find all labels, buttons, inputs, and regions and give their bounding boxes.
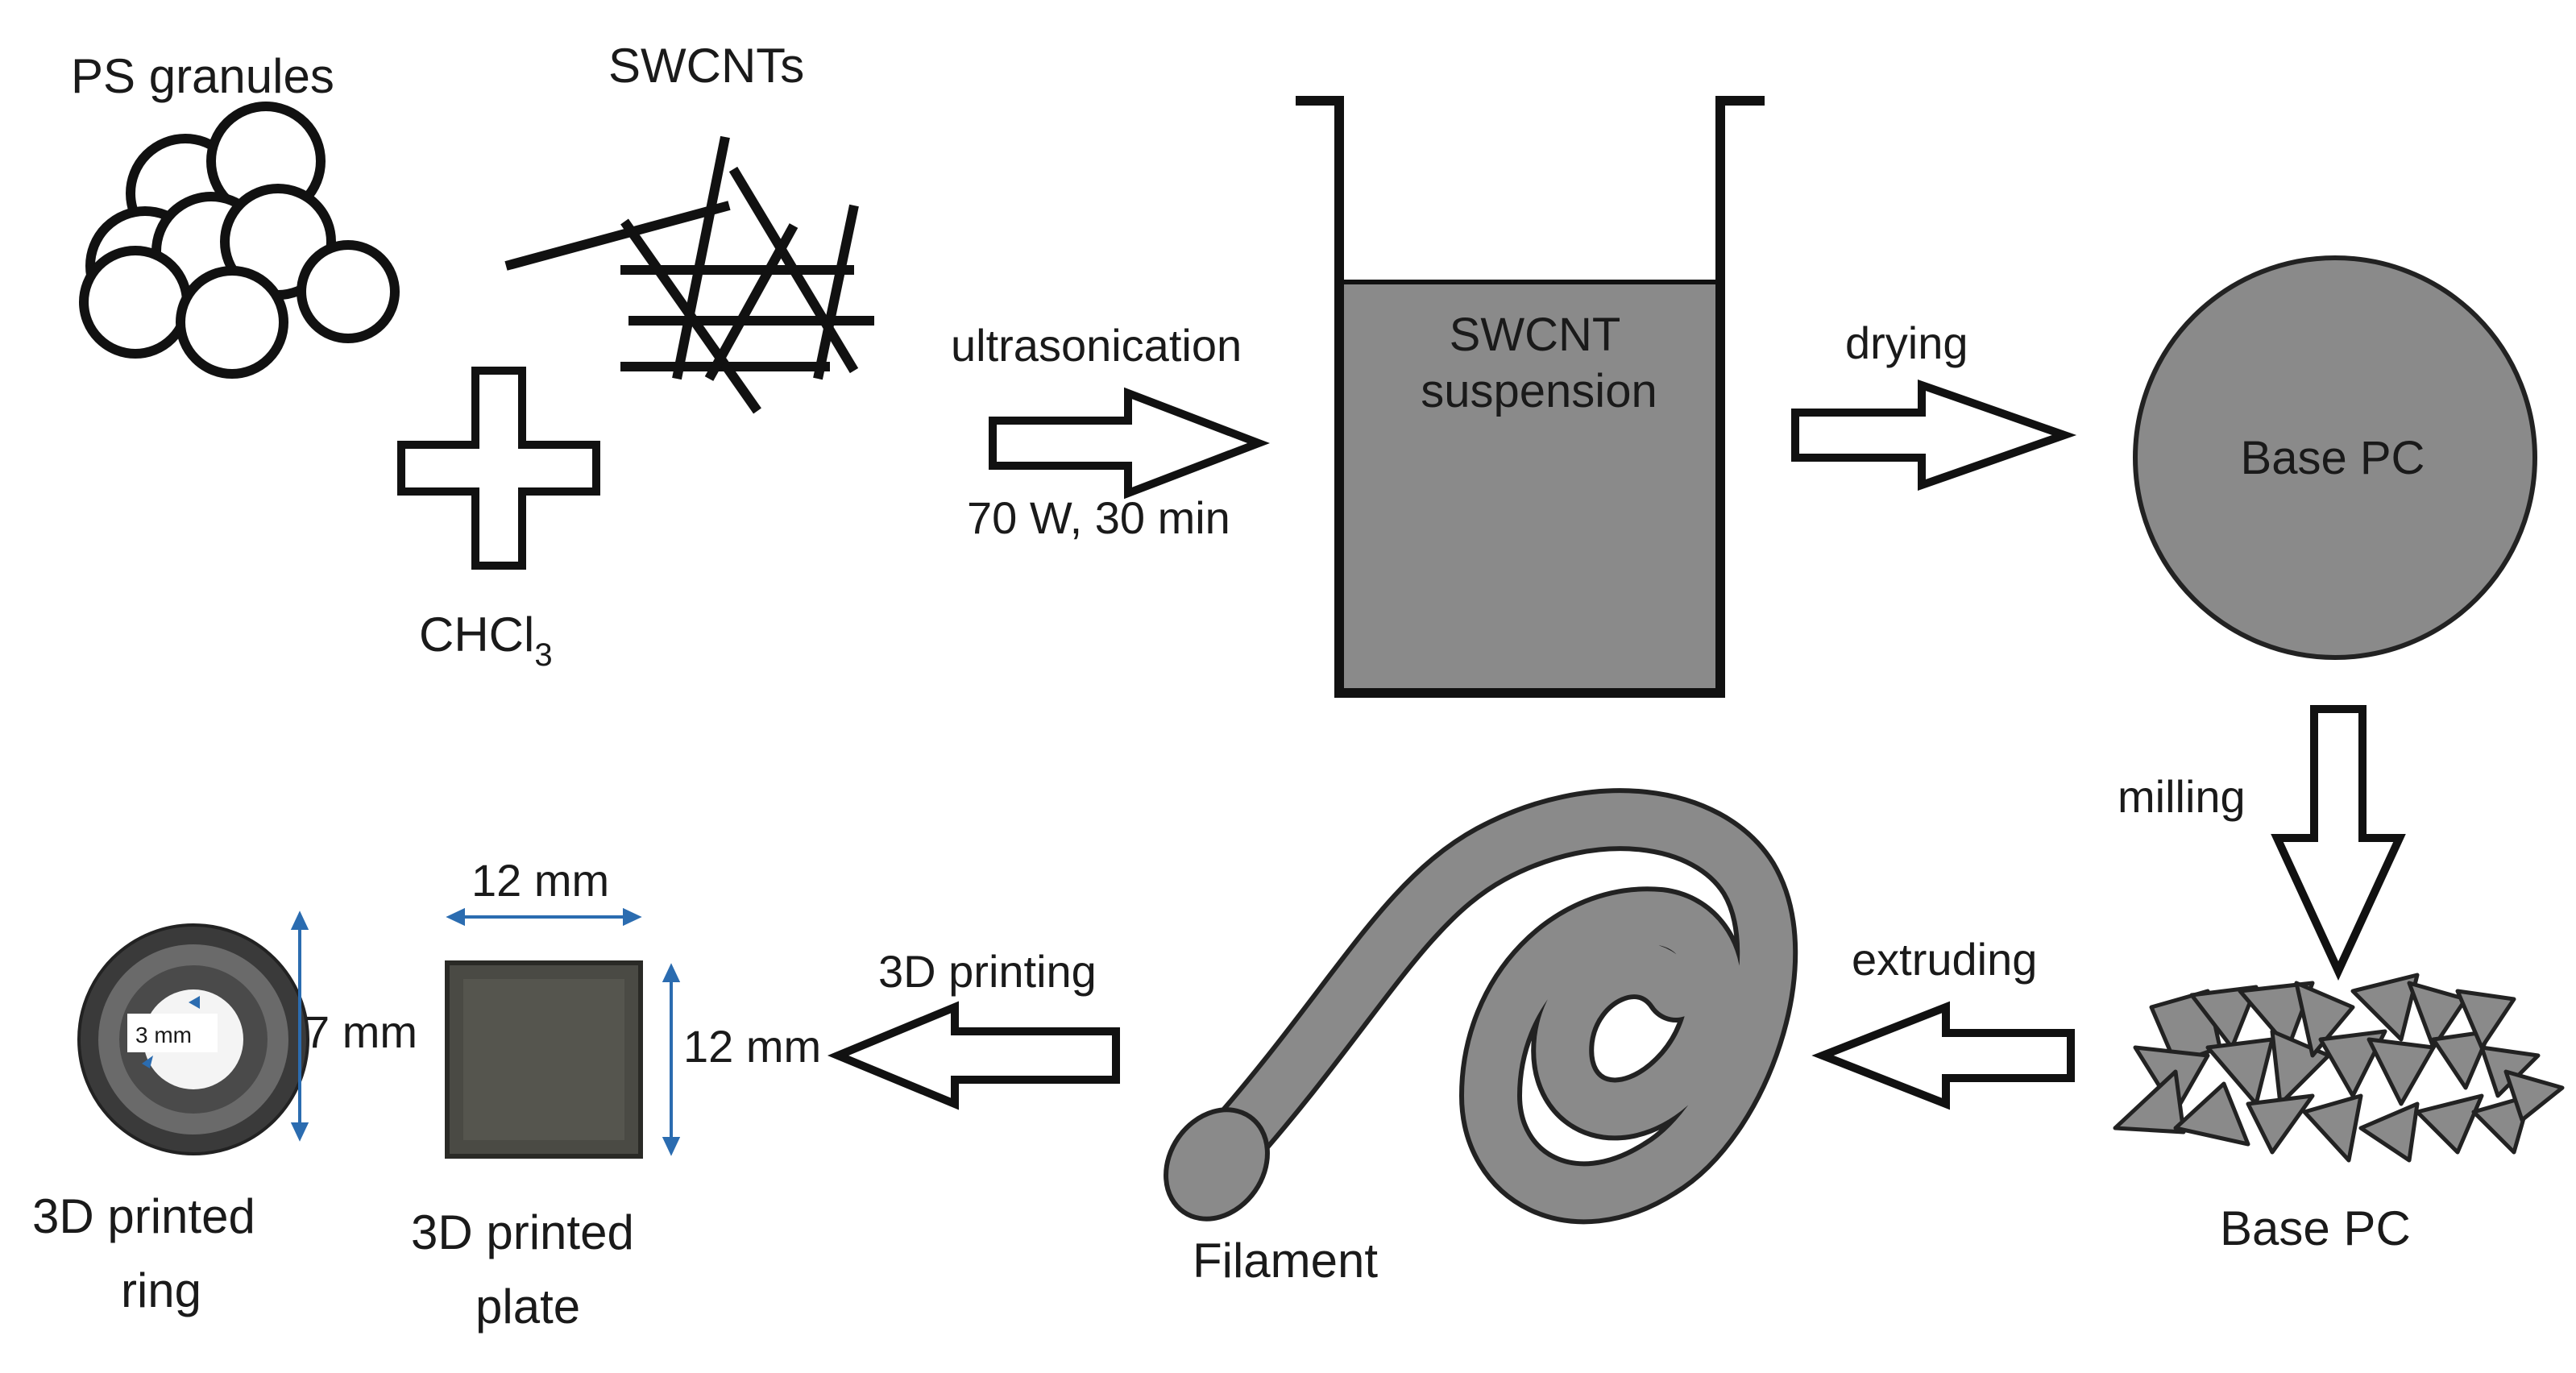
milling-label: milling (2118, 771, 2246, 822)
milled-pieces-icon (2113, 973, 2565, 1163)
plus-icon (397, 367, 600, 570)
drying-label: drying (1845, 317, 1968, 368)
swcnts-label: SWCNTs (608, 39, 804, 93)
ultrasonication-label: ultrasonication (951, 320, 1242, 371)
ps-granules-label: PS granules (71, 49, 334, 103)
ring-inner-dimension (142, 996, 200, 1068)
ring-label-line2: ring (121, 1263, 201, 1317)
printed-ring-image (77, 923, 309, 1155)
plate-width-label: 12 mm (471, 855, 609, 906)
extruding-arrow-icon (1811, 1001, 2075, 1110)
swcnts-icon (504, 135, 874, 414)
beaker-icon (1296, 96, 1765, 698)
ring-inner-label: 3 mm (135, 1022, 192, 1047)
printing-label: 3D printing (878, 946, 1097, 997)
printing-arrow-icon (827, 1001, 1120, 1110)
drying-arrow-icon (1791, 379, 2077, 492)
chcl3-label: CHCl3 (419, 608, 553, 673)
ring-label-line1: 3D printed (32, 1189, 255, 1243)
ps-granules-icon (79, 102, 400, 379)
milling-arrow-icon (2271, 705, 2406, 981)
base-pc-disk-icon (2133, 255, 2537, 660)
base-pc-disk-label: Base PC (2241, 432, 2425, 484)
suspension-label-line2: suspension (1421, 365, 1657, 417)
filament-label: Filament (1193, 1234, 1378, 1288)
filament-coil-icon (1164, 788, 1798, 1225)
suspension-label-line1: SWCNT (1450, 309, 1621, 361)
plate-height-dimension (662, 963, 681, 1156)
ring-outer-dimension (290, 910, 309, 1142)
plate-height-label: 12 mm (683, 1021, 821, 1072)
plate-label-line2: plate (475, 1280, 580, 1334)
ring-outer-label: 7 mm (305, 1006, 417, 1057)
ultrasonication-arrow-icon (989, 387, 1270, 500)
base-pc-pieces-label: Base PC (2220, 1201, 2411, 1255)
plate-width-dimension (446, 907, 642, 927)
plate-label-line1: 3D printed (411, 1205, 634, 1259)
ultrasonication-params-label: 70 W, 30 min (967, 492, 1230, 543)
extruding-label: extruding (1852, 934, 2037, 985)
printed-plate-image (445, 960, 643, 1159)
